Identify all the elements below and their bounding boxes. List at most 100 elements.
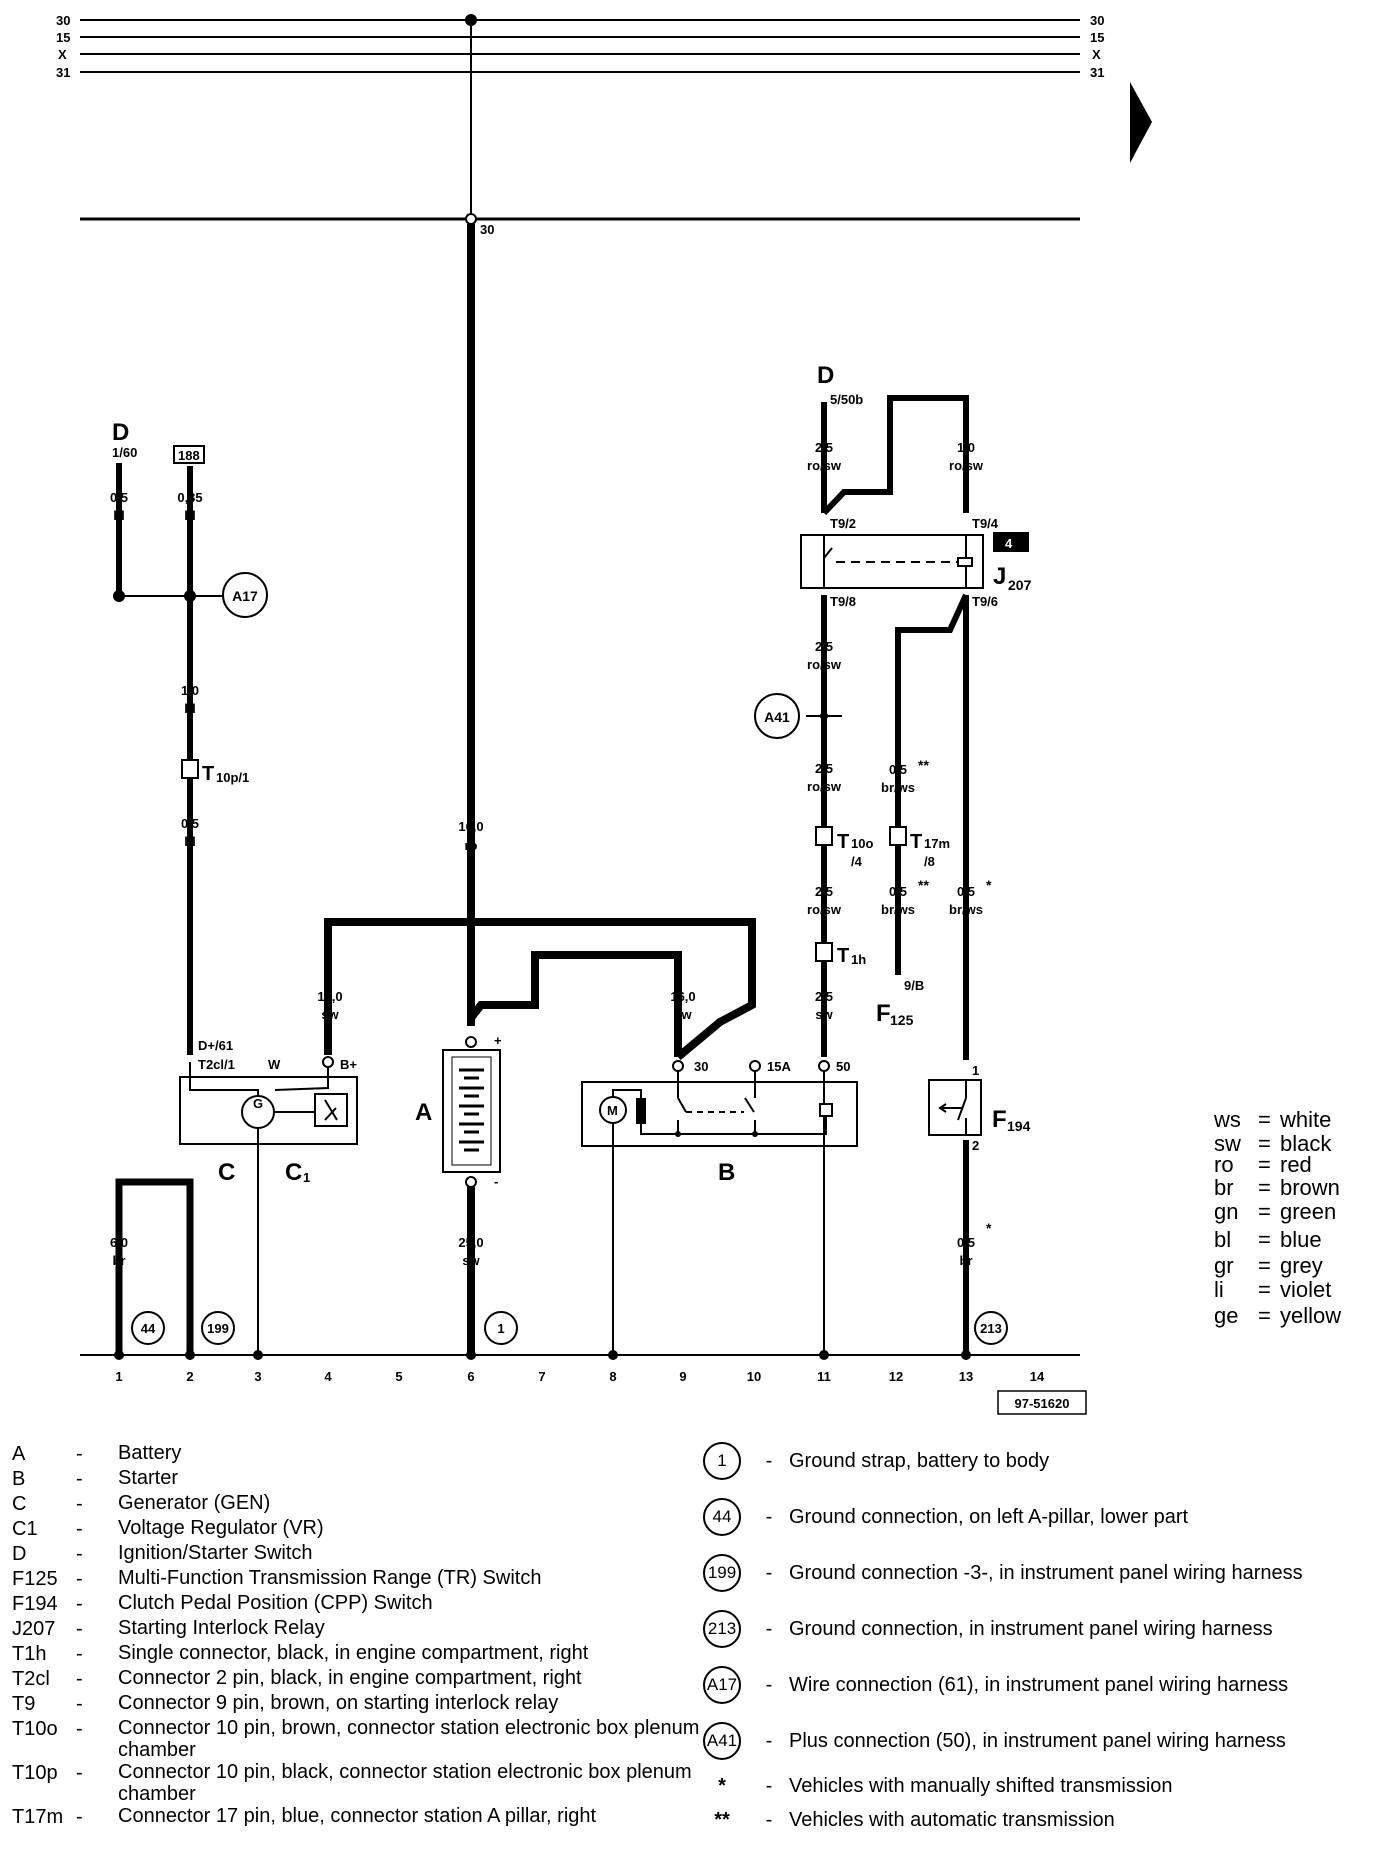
legend-code: T10p xyxy=(12,1762,58,1784)
diagram-label: = xyxy=(1258,1303,1271,1328)
diagram-label: 16,0 xyxy=(670,989,695,1004)
diagram-label: 30 xyxy=(694,1059,708,1074)
diagram-label: bl xyxy=(1214,1227,1231,1252)
asterisk-icon: ** xyxy=(714,1808,730,1831)
ground-circle-icon: 1 xyxy=(703,1442,741,1480)
diagram-label: 1 xyxy=(972,1063,979,1078)
diagram-label: 0,5 xyxy=(110,490,128,505)
diagram-label: ** xyxy=(918,877,929,893)
diagram-label: T9/8 xyxy=(830,594,856,609)
diagram-label: br xyxy=(960,1253,973,1268)
wire-label-w6: 16,0 sw xyxy=(317,989,342,1022)
diagram-label: 17m xyxy=(924,836,950,851)
legend-desc: Battery xyxy=(118,1442,182,1464)
diagram-label: bl xyxy=(184,834,196,849)
symbol-legend-desc: Ground connection, in instrument panel w… xyxy=(789,1617,1273,1640)
mark-legend-dash: - xyxy=(765,1808,773,1831)
symbol-legend-row: A17-Wire connection (61), in instrument … xyxy=(695,1657,1385,1713)
color-key: ws=white sw=black ro=red br=brown gn=gre… xyxy=(1213,1107,1341,1328)
diagram-label: ro/sw xyxy=(807,458,842,473)
diagram-label: red xyxy=(1280,1152,1312,1177)
legend-code: A xyxy=(12,1443,26,1465)
diagram-label: ro xyxy=(465,838,478,853)
diagram-label: ** xyxy=(918,757,929,773)
legend-dash: - xyxy=(76,1762,83,1784)
wire-label-w12: 0,5 br/ws xyxy=(881,762,915,795)
wire-label-w16: 2,5 sw xyxy=(815,989,834,1022)
bus-labels-right: 30 15 X 31 xyxy=(1090,13,1104,80)
ground-circle-icon: 199 xyxy=(703,1554,741,1592)
diagram-label: 2,5 xyxy=(815,884,833,899)
diagram-label: 30 xyxy=(1090,13,1104,28)
diagram-label: A xyxy=(415,1099,432,1126)
diagram-label: C xyxy=(218,1159,235,1186)
legend-code: D xyxy=(12,1543,27,1565)
starter-winding xyxy=(636,1098,646,1124)
diagram-label: 0,5 xyxy=(889,762,907,777)
diagram-label: 0,35 xyxy=(177,490,202,505)
legend-desc: Single connector, black, in engine compa… xyxy=(118,1642,589,1664)
wire-label-w5: 16,0 ro xyxy=(458,819,483,853)
splice-a17 xyxy=(222,572,268,618)
bus-lines xyxy=(80,19,1080,221)
legend-dash: - xyxy=(76,1806,83,1828)
legend-desc: Ignition/Starter Switch xyxy=(118,1542,313,1564)
diagram-label: br xyxy=(1214,1175,1234,1200)
diagram-label: 194 xyxy=(1007,1118,1031,1134)
diagram-label: 1,0 xyxy=(181,683,199,698)
diagram-label: = xyxy=(1258,1277,1271,1302)
symbol-legend-row: 213-Ground connection, in instrument pan… xyxy=(695,1601,1385,1657)
connector-t17m xyxy=(889,826,907,846)
legend-row: T10p- Connector 10 pin, black, connector … xyxy=(12,1761,712,1805)
diagram-label: 13 xyxy=(959,1369,973,1384)
symbol-legend-row: 199-Ground connection -3-, in instrument… xyxy=(695,1545,1385,1601)
diagram-label: = xyxy=(1258,1253,1271,1278)
asterisk-icon: * xyxy=(718,1774,726,1797)
diagram-label: 7 xyxy=(538,1369,545,1384)
ground-213: 213 xyxy=(980,1321,1002,1336)
column-numbers: 1 2 3 4 5 6 7 8 9 10 11 12 13 14 xyxy=(115,1369,1045,1384)
diagram-label: M xyxy=(607,1103,618,1118)
legend-row: C1-Voltage Regulator (VR) xyxy=(12,1517,712,1542)
legend-dash: - xyxy=(76,1543,83,1565)
legend-row: D - Ignition/Starter Switch xyxy=(12,1542,712,1567)
wire-label-w7: 16,0 sw xyxy=(670,989,695,1022)
diagram-label: 31 xyxy=(1090,65,1104,80)
legend-desc: Connector 10 pin, black, connector stati… xyxy=(118,1761,692,1805)
legend-desc: Connector 2 pin, black, in engine compar… xyxy=(118,1667,582,1689)
diagram-label: 2 xyxy=(186,1369,193,1384)
ground-44: 44 xyxy=(141,1321,156,1336)
bus-labels-left: 30 15 X 31 xyxy=(56,13,70,80)
diagram-label: black xyxy=(1280,1131,1332,1156)
wire-label-w19: 0,5 br xyxy=(957,1235,975,1268)
wiring-diagram: 30 15 X 31 30 15 X 31 30 D 1/60 188 0,5 … xyxy=(56,13,1341,1415)
mark-legend-dash: - xyxy=(765,1774,773,1797)
diagram-label: 6 xyxy=(467,1369,474,1384)
diagram-label: T xyxy=(202,763,214,785)
diagram-label: 1h xyxy=(851,952,866,967)
diagram-label: 15 xyxy=(1090,30,1104,45)
diagram-label: T2cl/1 xyxy=(198,1057,235,1072)
diagram-label: 12 xyxy=(889,1369,903,1384)
diagram-label: 188 xyxy=(178,448,200,463)
legend-row: F125-Multi-Function Transmission Range (… xyxy=(12,1567,712,1592)
wire-label-w14: 0,5 br/ws xyxy=(881,884,915,917)
diagram-label: 0,5 xyxy=(181,816,199,831)
relay-j207 xyxy=(800,534,984,589)
diagram-label: blue xyxy=(1280,1227,1322,1252)
diagram-label: * xyxy=(986,1220,992,1236)
ground-circle-icon: 44 xyxy=(703,1498,741,1536)
symbol-legend-desc: Plus connection (50), in instrument pane… xyxy=(789,1729,1286,1752)
diagram-label: 207 xyxy=(1008,577,1032,593)
diagram-label: 0,5 xyxy=(957,1235,975,1250)
diagram-label: br/ws xyxy=(881,780,915,795)
ref-box-188 xyxy=(173,445,205,464)
ground-circle-icon: 213 xyxy=(703,1610,741,1648)
diagram-label: 3 xyxy=(254,1369,261,1384)
diagram-label: 2 xyxy=(972,1138,979,1153)
diagram-label: = xyxy=(1258,1152,1271,1177)
legend-row: B-Starter xyxy=(12,1467,712,1492)
diagram-label: 16,0 xyxy=(458,819,483,834)
diagram-label: B+ xyxy=(340,1057,357,1072)
